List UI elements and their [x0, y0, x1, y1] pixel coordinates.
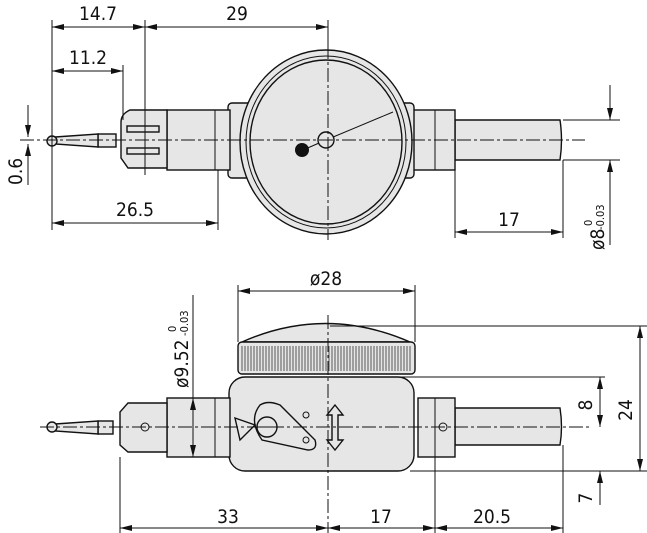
pointer: [325, 111, 394, 141]
dim-nose-diameter: ø9.52 0 -0.03: [166, 310, 193, 388]
stem-tol-lower: -0.03: [594, 204, 607, 230]
stem-tol-upper: 0: [582, 220, 595, 226]
dim-0-6: 0.6: [5, 158, 27, 185]
dim-dial-diameter: ø28: [310, 268, 342, 290]
clamp-lever: [253, 401, 317, 451]
side-view: ø28 ø9.52 0 -0.03 24 8 7 33 17 20.5: [40, 268, 647, 533]
dim-33: 33: [217, 506, 239, 528]
top-view: 14.7 29 11.2 26.5 17 0.6 ø8 0 -0.03: [5, 3, 620, 250]
dim-stem-diameter: ø8 0 -0.03: [582, 204, 609, 250]
dim-17-side: 17: [370, 506, 392, 528]
stylus-holder: [120, 109, 168, 169]
dim-7: 7: [575, 493, 597, 504]
knurl-lines: [241, 346, 411, 371]
dial-dome: [241, 322, 411, 343]
stem-dia-text: ø8: [587, 229, 609, 250]
dim-17-top: 17: [498, 209, 520, 231]
nose-dia-text: ø9.52: [171, 339, 193, 388]
pointer-counterweight: [295, 143, 309, 157]
dim-8: 8: [575, 400, 597, 411]
nose-tol-lower: -0.03: [178, 310, 191, 336]
knurled-bezel: [237, 341, 416, 375]
dim-24: 24: [615, 399, 637, 421]
nose-tol-upper: 0: [166, 326, 179, 332]
dim-26-5: 26.5: [116, 199, 154, 221]
dim-11-2: 11.2: [69, 47, 107, 69]
dim-20-5: 20.5: [473, 506, 511, 528]
dim-29: 29: [226, 3, 248, 25]
dim-14-7: 14.7: [79, 3, 117, 25]
